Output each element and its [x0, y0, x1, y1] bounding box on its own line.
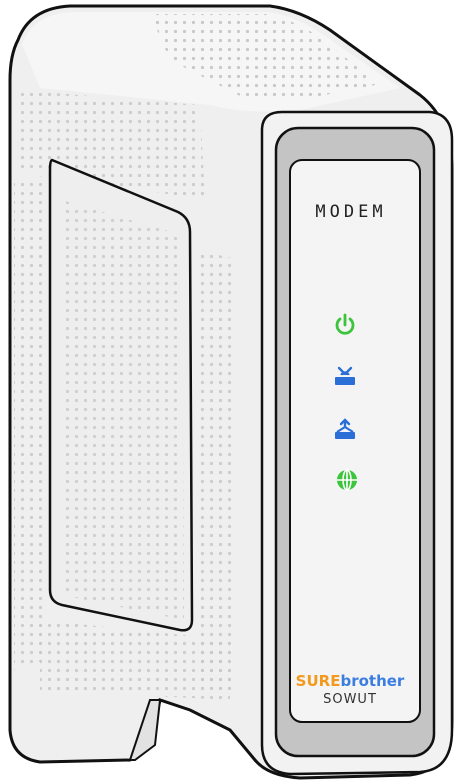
side-panel-dots — [62, 200, 184, 620]
front-panel-inner — [289, 159, 421, 723]
foot-left — [128, 699, 162, 761]
globe-icon — [337, 469, 357, 491]
brand-part-brother: brother — [340, 672, 405, 690]
side-vent-dots-left — [14, 176, 46, 670]
brand-part-sure: SURE — [295, 672, 341, 690]
modem-label: MODEM — [315, 202, 387, 222]
power-icon — [335, 313, 355, 335]
side-vent-dots-bottom — [40, 620, 230, 700]
brand-logo: SUREbrother — [290, 672, 410, 690]
top-vent-dots — [150, 14, 380, 100]
router-up-icon — [335, 418, 355, 439]
router-down-icon — [335, 366, 355, 385]
model-name: SOWUT — [323, 692, 377, 707]
side-vent-dots-right — [195, 250, 232, 690]
